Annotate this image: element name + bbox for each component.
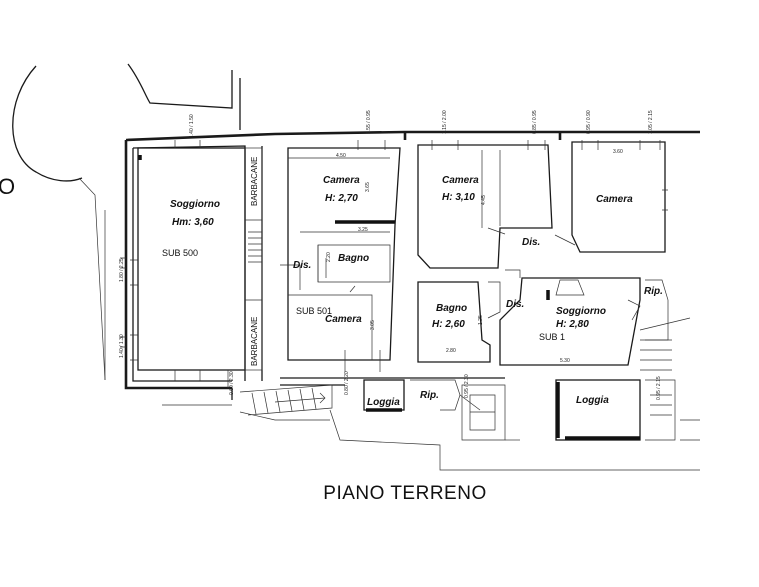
building-perimeter [124, 130, 700, 400]
room-height-bagno-2: H: 2,60 [432, 319, 465, 330]
top-right-rooms [417, 140, 668, 269]
room-name-camera-3: Camera [596, 194, 633, 205]
room-name-camera-1: Camera [323, 175, 360, 186]
unit-sub-1: SUB 1 [539, 332, 565, 342]
room-height-camera-1: H: 2,70 [325, 193, 358, 204]
dim-450: 4.50 [336, 153, 346, 159]
garden-outline [12, 63, 241, 381]
room-name-loggia-1: Loggia [367, 397, 400, 408]
dim-080-220: 0.80 / 2.20 [344, 371, 350, 395]
room-name-bagno-1: Bagno [338, 253, 369, 264]
plan-title: PIANO TERRENO [323, 483, 486, 504]
room-name-soggiorno-left: Soggiorno [170, 199, 220, 210]
dim-360: 3.60 [613, 149, 623, 155]
dim-115-200: 1.15 / 2.00 [442, 110, 448, 134]
dim-155-095: 1.55 / 0.95 [366, 110, 372, 134]
dim-325: 3.25 [358, 227, 368, 233]
label-barbacane-2: BARBACANE [250, 317, 259, 366]
label-dis-3: Dis. [506, 299, 524, 310]
label-rip-1: Rip. [420, 390, 439, 401]
dim-105-215: 1.05 / 2.15 [648, 110, 654, 134]
room-name-camera-4: Camera [325, 314, 362, 325]
dim-180-225: 1.80 / 2.25 [119, 258, 125, 282]
dim-140-150: 1.40 / 1.50 [189, 114, 195, 138]
dim-095-215: 0.95 / 2.15 [656, 376, 662, 400]
room-name-camera-2: Camera [442, 175, 479, 186]
dim-365: 3.65 [365, 182, 371, 192]
label-rip-2: Rip. [644, 286, 663, 297]
bottom-structures [239, 379, 676, 441]
ground-lines [162, 404, 700, 471]
central-rooms [280, 140, 401, 372]
dim-140-130: 1.40 / 1.30 [119, 334, 125, 358]
dim-125: 1.25 [478, 315, 484, 325]
unit-sub-500: SUB 500 [162, 248, 198, 258]
dim-060-230: 0.60 / 2.30 [229, 371, 235, 395]
dim-085-095: 0.85 / 0.95 [532, 110, 538, 134]
room-name-bagno-2: Bagno [436, 303, 467, 314]
room-name-soggiorno-right: Soggiorno [556, 306, 606, 317]
label-barbacane-1: BARBACANE [250, 157, 259, 206]
lower-right-rooms [417, 269, 691, 371]
label-dis-1: Dis. [293, 260, 311, 271]
dim-530: 5.30 [560, 358, 570, 364]
dim-280: 2.80 [446, 348, 456, 354]
soggiorno-left-room [130, 140, 263, 388]
room-height-soggiorno-left: Hm: 3,60 [172, 217, 214, 228]
dim-095-090: 0.95 / 0.90 [586, 110, 592, 134]
dim-445: 4.45 [481, 195, 487, 205]
room-height-soggiorno-right: H: 2,80 [556, 319, 589, 330]
room-name-loggia-2: Loggia [576, 395, 609, 406]
dim-305: 3.05 [370, 320, 376, 330]
dim-095-230: 0.95 / 2.30 [464, 374, 470, 398]
unit-sub-501: SUB 501 [296, 306, 332, 316]
label-dis-2: Dis. [522, 237, 540, 248]
room-height-camera-2: H: 3,10 [442, 192, 475, 203]
dimension-ticks [120, 257, 126, 348]
dim-220: 2.20 [326, 252, 332, 262]
edge-letter: O [0, 174, 15, 199]
